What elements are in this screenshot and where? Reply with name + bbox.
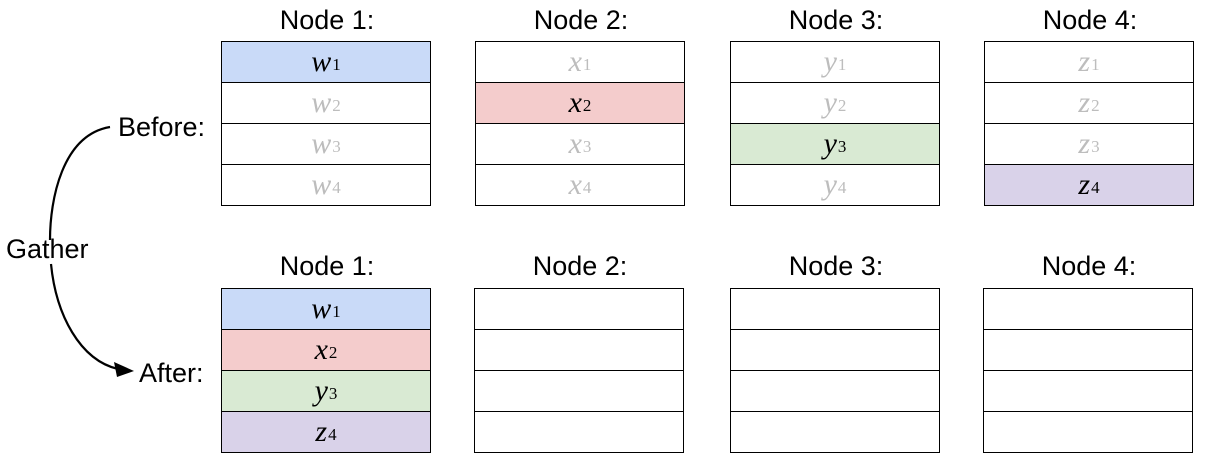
after-node-2-cell-1 [474, 288, 684, 330]
cell-variable: y [823, 45, 837, 78]
cell-subscript: 3 [328, 384, 338, 403]
after-node-4-cell-3 [983, 370, 1193, 412]
cell-variable: w [311, 86, 332, 119]
after-node-3-title: Node 3: [788, 251, 884, 281]
after-label: After: [139, 358, 204, 388]
cell-variable: x [314, 333, 328, 366]
cell-variable: w [311, 45, 332, 78]
cell-subscript: 1 [332, 302, 341, 321]
cell-subscript: 3 [582, 137, 592, 156]
after-node-2-cell-2 [474, 329, 684, 371]
cell-subscript: 4 [328, 425, 337, 444]
cell-variable: y [823, 127, 837, 160]
after-node-3-cell-2 [730, 329, 940, 371]
cell-subscript: 1 [1091, 55, 1100, 74]
cell-variable: y [314, 374, 328, 407]
after-node-4-title: Node 4: [1041, 251, 1137, 281]
before-node-4-title: Node 4: [1042, 5, 1138, 35]
cell-subscript: 3 [1091, 137, 1100, 156]
cell-variable: x [568, 168, 582, 201]
cell-variable: w [311, 168, 332, 201]
cell-subscript: 1 [582, 55, 592, 74]
cell-subscript: 1 [837, 55, 847, 74]
after-node-3-cell-3 [730, 370, 940, 412]
cell-subscript: 2 [328, 343, 338, 362]
cell-subscript: 2 [332, 96, 341, 115]
cell-variable: z [315, 415, 328, 448]
after-node-2-cell-3 [474, 370, 684, 412]
cell-subscript: 3 [837, 137, 847, 156]
cell-variable: x [568, 45, 582, 78]
cell-variable: z [1078, 168, 1091, 201]
cell-variable: z [1078, 45, 1091, 78]
after-node-4 [983, 288, 1193, 453]
after-node-2-cell-4 [474, 411, 684, 453]
cell-variable: w [311, 127, 332, 160]
after-node-4-cell-1 [983, 288, 1193, 330]
cell-variable: x [568, 86, 582, 119]
cell-variable: x [568, 127, 582, 160]
after-node-3-cell-1 [730, 288, 940, 330]
cell-subscript: 4 [332, 178, 341, 197]
cell-variable: y [823, 168, 837, 201]
before-node-1-title: Node 1: [279, 5, 375, 35]
cell-subscript: 1 [332, 55, 341, 74]
after-node-4-cell-4 [983, 411, 1193, 453]
cell-subscript: 3 [332, 137, 341, 156]
cell-variable: z [1078, 86, 1091, 119]
before-label: Before: [118, 112, 206, 142]
after-node-1-title: Node 1: [279, 251, 375, 281]
cell-subscript: 4 [837, 178, 847, 197]
after-node-3 [730, 288, 940, 453]
cell-variable: z [1078, 127, 1091, 160]
gather-label: Gather [6, 234, 89, 264]
before-node-2-title: Node 2: [533, 5, 629, 35]
cell-subscript: 2 [837, 96, 847, 115]
after-node-4-cell-2 [983, 329, 1193, 371]
cell-variable: w [311, 292, 332, 325]
after-node-2 [474, 288, 684, 453]
cell-variable: y [823, 86, 837, 119]
after-node-3-cell-4 [730, 411, 940, 453]
after-node-2-title: Node 2: [532, 251, 628, 281]
cell-subscript: 4 [1091, 178, 1100, 197]
cell-subscript: 2 [1091, 96, 1100, 115]
before-node-3-title: Node 3: [788, 5, 884, 35]
cell-subscript: 4 [582, 178, 592, 197]
cell-subscript: 2 [582, 96, 592, 115]
